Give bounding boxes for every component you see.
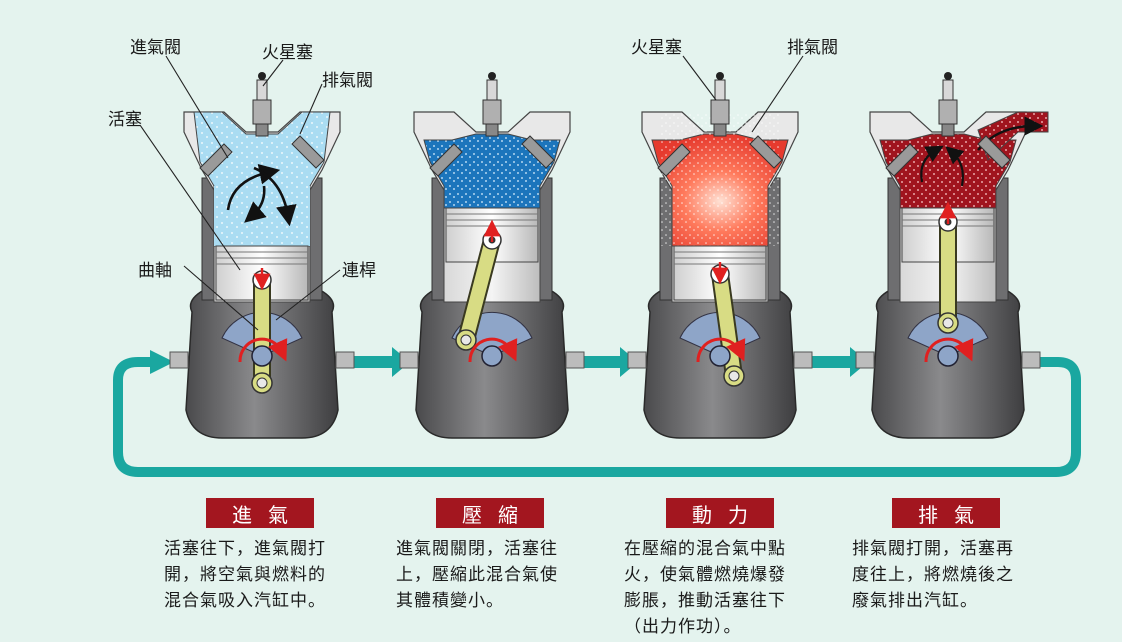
intake-valve bbox=[657, 143, 691, 177]
crankshaft-hub bbox=[709, 345, 731, 367]
crankshaft-hub bbox=[937, 345, 959, 367]
exhaust-flow-arrow bbox=[945, 146, 965, 187]
spark-plug-body bbox=[710, 99, 730, 125]
mount-tab bbox=[1021, 351, 1041, 369]
mount-tab bbox=[399, 351, 419, 369]
mount-tab bbox=[169, 351, 189, 369]
crankshaft-hub bbox=[251, 345, 273, 367]
rotation-arrow bbox=[696, 337, 746, 363]
intake-flow-arrow bbox=[244, 185, 267, 223]
spark-plug-label: 火星塞 bbox=[262, 43, 313, 63]
engine-exhaust bbox=[855, 72, 1049, 439]
spark-plug-terminal bbox=[258, 72, 266, 80]
stage-description-compression: 進氣閥關閉，活塞往 上，壓縮此混合氣使 其體積變小。 bbox=[396, 539, 558, 611]
cycle-loop bbox=[113, 347, 1081, 477]
mount-tab bbox=[627, 351, 647, 369]
mount-tab bbox=[855, 351, 875, 369]
stage-title-exhaust: 排氣 bbox=[892, 498, 1000, 528]
crankshaft-label: 曲軸 bbox=[138, 261, 172, 281]
spark-plug-body bbox=[938, 99, 958, 125]
crank-pin-center bbox=[942, 317, 954, 329]
exhaust-valve bbox=[291, 135, 325, 169]
exhaust-flow-arrow bbox=[920, 145, 944, 183]
stage-title-compression: 壓縮 bbox=[436, 498, 544, 528]
exhaust-valve-label: 排氣閥 bbox=[322, 71, 373, 91]
spark-plug-insulator bbox=[942, 79, 954, 101]
spark-plug-body bbox=[482, 99, 502, 125]
spark-plug-tip bbox=[941, 123, 955, 137]
spark-plug-tip bbox=[713, 123, 727, 137]
engine-power bbox=[627, 72, 813, 439]
spark-plug-body bbox=[252, 99, 272, 125]
mount-tab bbox=[335, 351, 355, 369]
intake-valve bbox=[885, 143, 919, 177]
spark-plug-terminal bbox=[488, 72, 496, 80]
mount-tab bbox=[793, 351, 813, 369]
callout-leaders bbox=[139, 55, 804, 331]
stage-title-power: 動力 bbox=[666, 498, 774, 528]
spark-plug-insulator bbox=[714, 79, 726, 101]
rotation-arrow bbox=[468, 337, 518, 363]
spark-plug-terminal bbox=[944, 72, 952, 80]
loop-arrowhead bbox=[150, 350, 174, 374]
piston-label: 活塞 bbox=[108, 110, 142, 130]
exhaust-valve-label-power: 排氣閥 bbox=[787, 38, 838, 58]
crankshaft-hub bbox=[481, 345, 503, 367]
stage-title-intake: 進氣 bbox=[206, 498, 314, 528]
exhaust-valve bbox=[749, 135, 783, 169]
return-loop-arrow bbox=[113, 357, 1081, 477]
exhaust-valve bbox=[977, 135, 1011, 169]
connecting-rod-label: 連桿 bbox=[342, 261, 376, 281]
intake-valve-label: 進氣閥 bbox=[130, 38, 181, 58]
engine-compression bbox=[399, 72, 585, 439]
stage-description-intake: 活塞往下，進氣閥打 開，將空氣與燃料的 混合氣吸入汽缸中。 bbox=[164, 539, 326, 611]
stage-description-power: 在壓縮的混合氣中點 火，使氣體燃燒爆發 膨脹，推動活塞往下 （出力作功）。 bbox=[624, 539, 786, 637]
spark-plug-insulator bbox=[486, 79, 498, 101]
spark-plug-terminal bbox=[716, 72, 724, 80]
crank-pin-center bbox=[728, 370, 740, 382]
rotation-arrow bbox=[924, 337, 974, 363]
intake-flow-arrow bbox=[253, 166, 297, 227]
connecting-rod bbox=[459, 233, 499, 347]
intake-charge bbox=[214, 186, 310, 246]
crank-pin-center bbox=[460, 334, 472, 346]
rotation-arrow bbox=[238, 337, 288, 363]
spark-plug-tip bbox=[255, 123, 269, 137]
mount-tab bbox=[565, 351, 585, 369]
spark-plug-label-power: 火星塞 bbox=[631, 38, 682, 58]
crank-pin-center bbox=[256, 377, 268, 389]
intake-valve bbox=[429, 143, 463, 177]
exhaust-valve bbox=[521, 135, 555, 169]
spark-plug-tip bbox=[485, 123, 499, 137]
stage-description-exhaust: 排氣閥打開，活塞再 度往上，將燃燒後之 廢氣排出汽缸。 bbox=[852, 539, 1014, 611]
engine-intake bbox=[169, 72, 355, 439]
